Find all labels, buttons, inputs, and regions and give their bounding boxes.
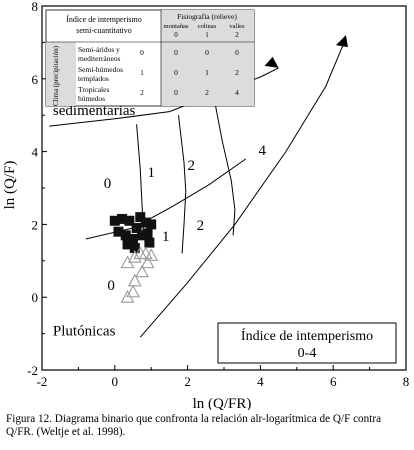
table-title-line1: Índice de intemperismo	[66, 14, 142, 24]
y-tick-label: 6	[32, 72, 39, 87]
data-point-triangle	[127, 250, 142, 263]
x-tick-label: 0	[112, 374, 119, 389]
table-col-value: 1	[205, 31, 209, 39]
data-point-square	[142, 228, 153, 239]
x-tick-label: 4	[257, 374, 264, 389]
table-body-fill	[161, 42, 254, 106]
data-point-square	[128, 233, 138, 244]
zone-label-4: 4	[258, 143, 266, 159]
y-tick-label: -2	[27, 363, 38, 378]
zone-lines	[49, 10, 348, 338]
table-row-label-cont: húmedos	[78, 94, 105, 103]
y-tick-label: 2	[32, 217, 39, 232]
zone-curve-1-2	[178, 115, 187, 254]
data-point-square	[113, 226, 124, 237]
table-cell-value: 1	[205, 68, 209, 77]
table-climate-fill	[46, 42, 76, 106]
x-tick-label: 8	[403, 374, 410, 389]
table-title-line2: semi-cuantitativo	[76, 26, 132, 35]
table-header-fill	[161, 10, 254, 42]
data-point-triangle	[120, 290, 135, 303]
data-point-triangle	[120, 255, 135, 269]
x-tick-label: 6	[330, 374, 337, 389]
y-axis-label: ln (Q/F)	[2, 161, 18, 210]
table-col-value: 2	[235, 31, 239, 39]
data-point-square	[146, 219, 157, 230]
zone-label-2: 2	[187, 158, 195, 174]
data-point-square	[120, 230, 131, 241]
table-row-label-cont: templados	[78, 74, 109, 83]
inset-weathering-table: Índice de intemperismo semi-cuantitativo F…	[45, 9, 255, 107]
table-cell-value: 2	[205, 88, 209, 97]
data-point-square	[109, 215, 120, 226]
y-tick-label: 8	[32, 0, 39, 14]
table-col-valles: valles	[229, 23, 245, 30]
table-row-label: Tropicales	[78, 85, 109, 94]
label-plutonic: Plutónicas	[53, 323, 116, 339]
zone-label-1: 1	[162, 229, 170, 245]
data-point-square	[122, 239, 133, 250]
zone-label-1: 1	[147, 165, 155, 181]
upper-arrow-head	[264, 56, 279, 68]
lower-boundary-curve	[139, 42, 345, 338]
y-tick-label: 4	[32, 145, 39, 160]
table-cell-value: 0	[174, 48, 178, 57]
lower-arrow-head	[335, 35, 348, 48]
table-cell-value: 0	[205, 48, 209, 57]
table-cell-value: 0	[235, 48, 239, 57]
data-point-triangle	[140, 255, 155, 269]
table-climate-header: Clima (precipitación)	[52, 45, 60, 106]
index-box-title: Índice de intemperismo	[241, 327, 373, 344]
index-legend-box: Índice de intemperismo 0-4	[217, 322, 397, 364]
zone-curve-2-3	[214, 102, 236, 236]
table-col-colinas: colinas	[198, 23, 217, 30]
zone-label-0: 0	[107, 278, 115, 294]
data-point-triangle	[126, 284, 140, 298]
x-tick-label: -2	[37, 374, 48, 389]
table-row-label-cont: mediterráneos	[78, 54, 121, 63]
table-cell-value: 0	[174, 68, 178, 77]
table-row-index: 1	[140, 68, 144, 77]
data-point-square	[117, 213, 128, 224]
data-point-square	[140, 217, 151, 228]
table-col-montañas: montañas	[164, 23, 189, 30]
table-cell-value: 2	[235, 68, 239, 77]
table-row-label: Semi-húmedos	[78, 65, 123, 74]
y-tick-label: 0	[32, 290, 39, 305]
caption-text: Figura 12. Diagrama binario que confront…	[6, 413, 382, 438]
data-point-square	[129, 243, 140, 254]
label-metamorphic-line2: sedimentarias	[53, 103, 136, 119]
divider-index-4	[85, 158, 247, 240]
data-point-square	[137, 230, 148, 241]
zone-label-2: 2	[197, 218, 205, 234]
table-row-index: 2	[140, 88, 144, 97]
zone-label-0: 0	[104, 176, 112, 192]
table-col-value: 0	[174, 31, 178, 39]
data-point-triangle	[135, 264, 150, 278]
figure-caption: Figura 12. Diagrama binario que confront…	[6, 413, 410, 439]
axis-ticks	[41, 5, 407, 371]
index-box-range: 0-4	[298, 346, 317, 361]
data-point-square	[131, 223, 142, 234]
table-row-label: Semi-áridos y	[78, 45, 120, 54]
data-point-triangle	[127, 273, 142, 287]
table-cell-value: 0	[174, 88, 178, 97]
data-points	[109, 212, 159, 303]
data-point-square	[124, 215, 135, 226]
table-physiography-header: Fisiografía (relieve)	[177, 12, 237, 21]
x-tick-label: 2	[184, 374, 191, 389]
table-cell-value: 4	[235, 88, 239, 97]
data-point-square	[144, 237, 155, 248]
axis-tick-labels: -2 0 2 4 6 8 -2 0 2 4 6 8	[27, 0, 409, 389]
table-row-index: 0	[140, 48, 144, 57]
data-point-square	[135, 212, 146, 223]
index-box-frame	[217, 322, 397, 364]
data-point-triangle	[144, 248, 159, 261]
x-axis-label: ln (Q/FR)	[193, 396, 252, 410]
